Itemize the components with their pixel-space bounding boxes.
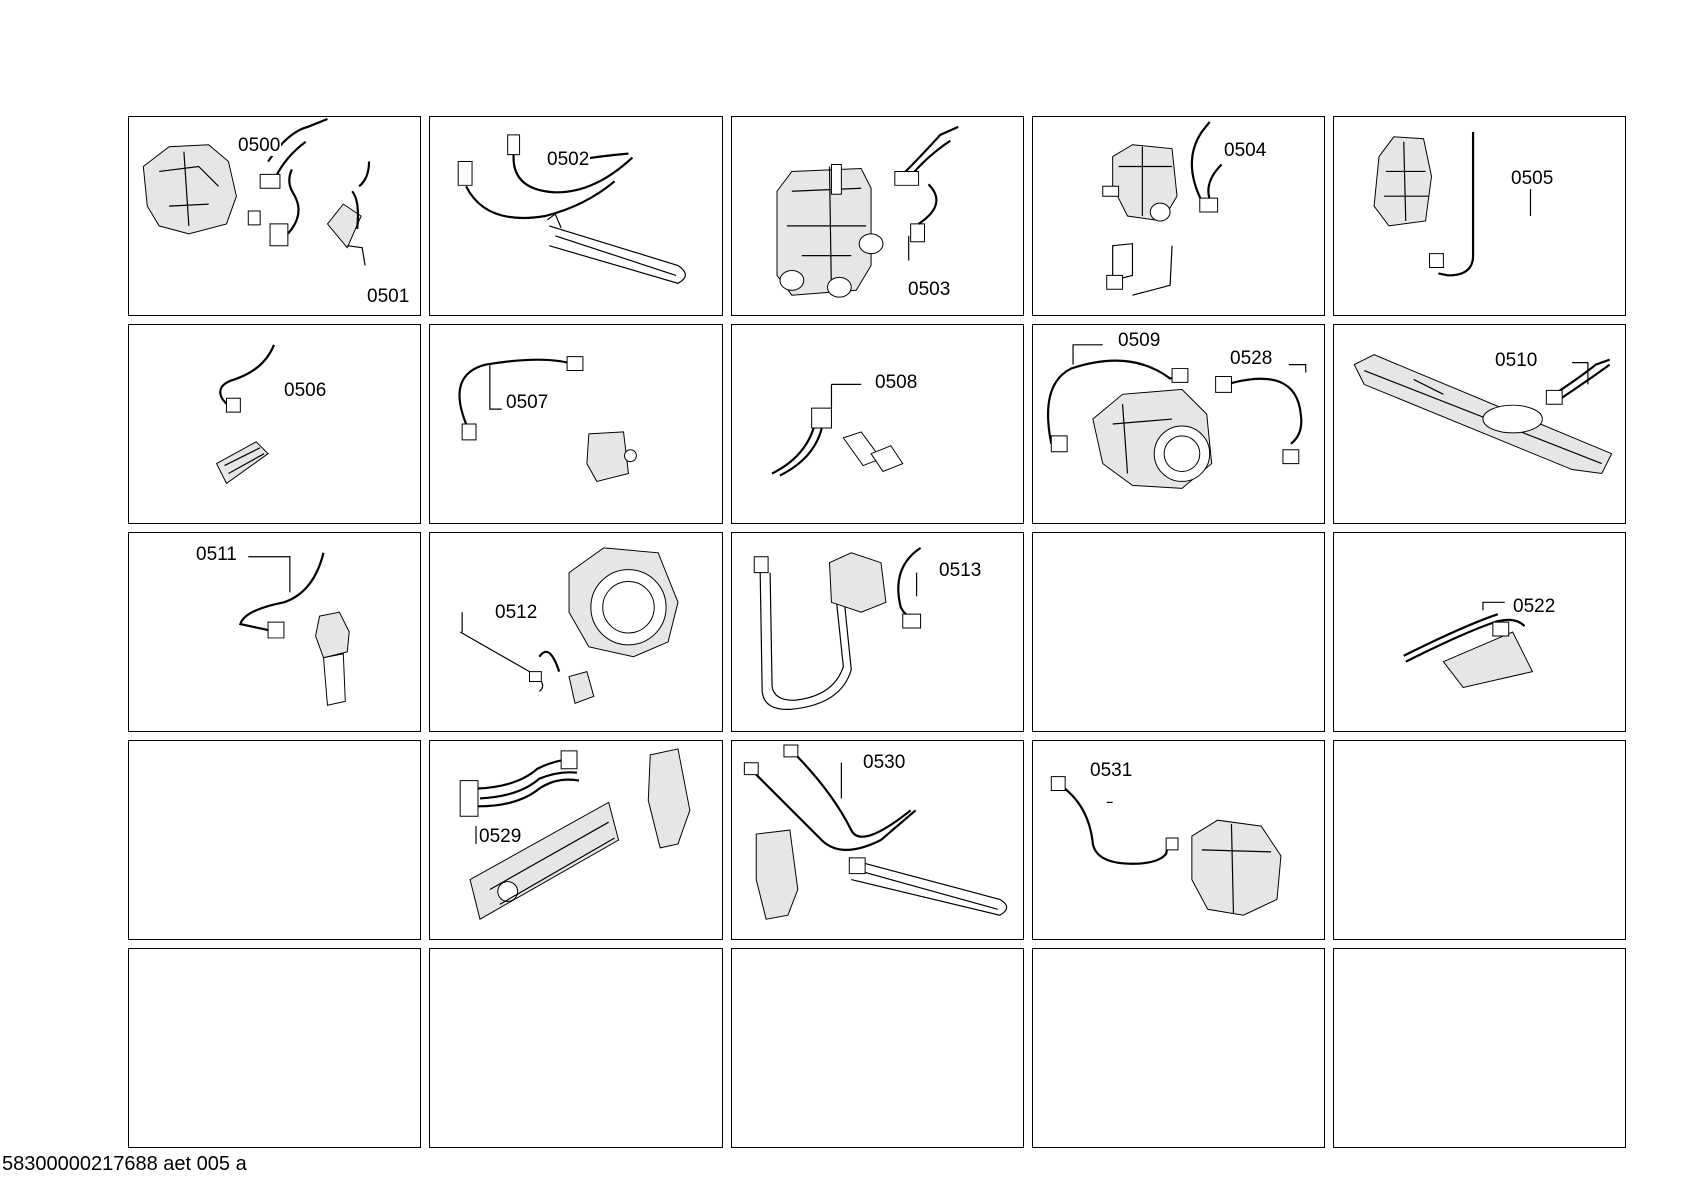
- base-frame-drawing: [1353, 354, 1613, 475]
- part-cell-0504: 0504: [1032, 116, 1325, 316]
- part-label-0511[interactable]: 0511: [195, 544, 238, 565]
- document-code: 58300000217688 aet 005 a: [2, 1153, 247, 1175]
- tub-housing-drawing: [459, 547, 679, 704]
- part-cell-0512: 0512: [429, 532, 723, 732]
- part-cell-0503: 0503: [731, 116, 1024, 316]
- part-label-0513[interactable]: 0513: [938, 560, 983, 581]
- part-cell-empty-r4c3: [1032, 948, 1325, 1148]
- pressure-switch-drawing: [458, 356, 637, 482]
- part-label-0503[interactable]: 0503: [907, 279, 952, 300]
- part-label-0531[interactable]: 0531: [1089, 760, 1134, 781]
- drain-pump-drawing: [142, 117, 371, 266]
- part-label-0509[interactable]: 0509: [1117, 330, 1162, 351]
- sensor-wire-drawing: [215, 344, 276, 485]
- hose-assembly-drawing: [753, 546, 922, 710]
- part-cell-0522: 0522: [1333, 532, 1626, 732]
- part-cell-empty-r2c3: [1032, 532, 1325, 732]
- door-lock-drawing: [1373, 131, 1532, 277]
- part-cell-0506: 0506: [128, 324, 421, 524]
- part-cell-0500: 0500 0501: [128, 116, 421, 316]
- part-label-0502[interactable]: 0502: [546, 149, 591, 170]
- part-cell-empty-r4c1: [429, 948, 723, 1148]
- part-label-0530[interactable]: 0530: [862, 752, 907, 773]
- part-cell-empty-r4c4: [1333, 948, 1626, 1148]
- part-cell-0508: 0508: [731, 324, 1024, 524]
- part-label-0529[interactable]: 0529: [478, 826, 523, 847]
- part-label-0528[interactable]: 0528: [1229, 348, 1274, 369]
- inlet-valve-drawing: [1102, 121, 1223, 296]
- part-cell-empty-r3c0: [128, 740, 421, 940]
- part-cell-0529: 0529: [429, 740, 723, 940]
- electronic-board-drawing: [459, 748, 691, 920]
- part-label-0508[interactable]: 0508: [874, 372, 919, 393]
- control-module-drawing: [1403, 601, 1534, 688]
- part-label-0512[interactable]: 0512: [494, 602, 539, 623]
- level-sensor-drawing: [238, 552, 350, 706]
- part-label-0522[interactable]: 0522: [1512, 596, 1557, 617]
- part-cell-0502: 0502: [429, 116, 723, 316]
- part-cell-empty-r4c0: [128, 948, 421, 1148]
- ntc-sensor-drawing: [771, 383, 904, 477]
- pump-wiring-drawing: [1046, 344, 1307, 489]
- part-cell-0510: 0510: [1333, 324, 1626, 524]
- part-label-0501[interactable]: 0501: [366, 286, 411, 307]
- part-cell-empty-r4c2: [731, 948, 1024, 1148]
- part-label-0505[interactable]: 0505: [1510, 168, 1555, 189]
- part-label-0500[interactable]: 0500: [237, 135, 282, 156]
- part-cell-0509: 0509 0528: [1032, 324, 1325, 524]
- heater-drawing: [457, 134, 686, 284]
- part-label-0504[interactable]: 0504: [1223, 140, 1268, 161]
- part-cell-0531: 0531: [1032, 740, 1325, 940]
- part-cell-0530: 0530: [731, 740, 1024, 940]
- part-label-0506[interactable]: 0506: [283, 380, 328, 401]
- part-cell-0505: 0505: [1333, 116, 1626, 316]
- part-label-0510[interactable]: 0510: [1494, 350, 1539, 371]
- part-cell-0513: 0513: [731, 532, 1024, 732]
- part-cell-empty-r3c4: [1333, 740, 1626, 940]
- part-cell-0507: 0507: [429, 324, 723, 524]
- valve-block-drawing: [776, 125, 959, 298]
- heater-harness-drawing: [743, 744, 1008, 920]
- part-cell-0511: 0511: [128, 532, 421, 732]
- pump-harness-drawing: [1050, 776, 1282, 916]
- part-label-0507[interactable]: 0507: [505, 392, 550, 413]
